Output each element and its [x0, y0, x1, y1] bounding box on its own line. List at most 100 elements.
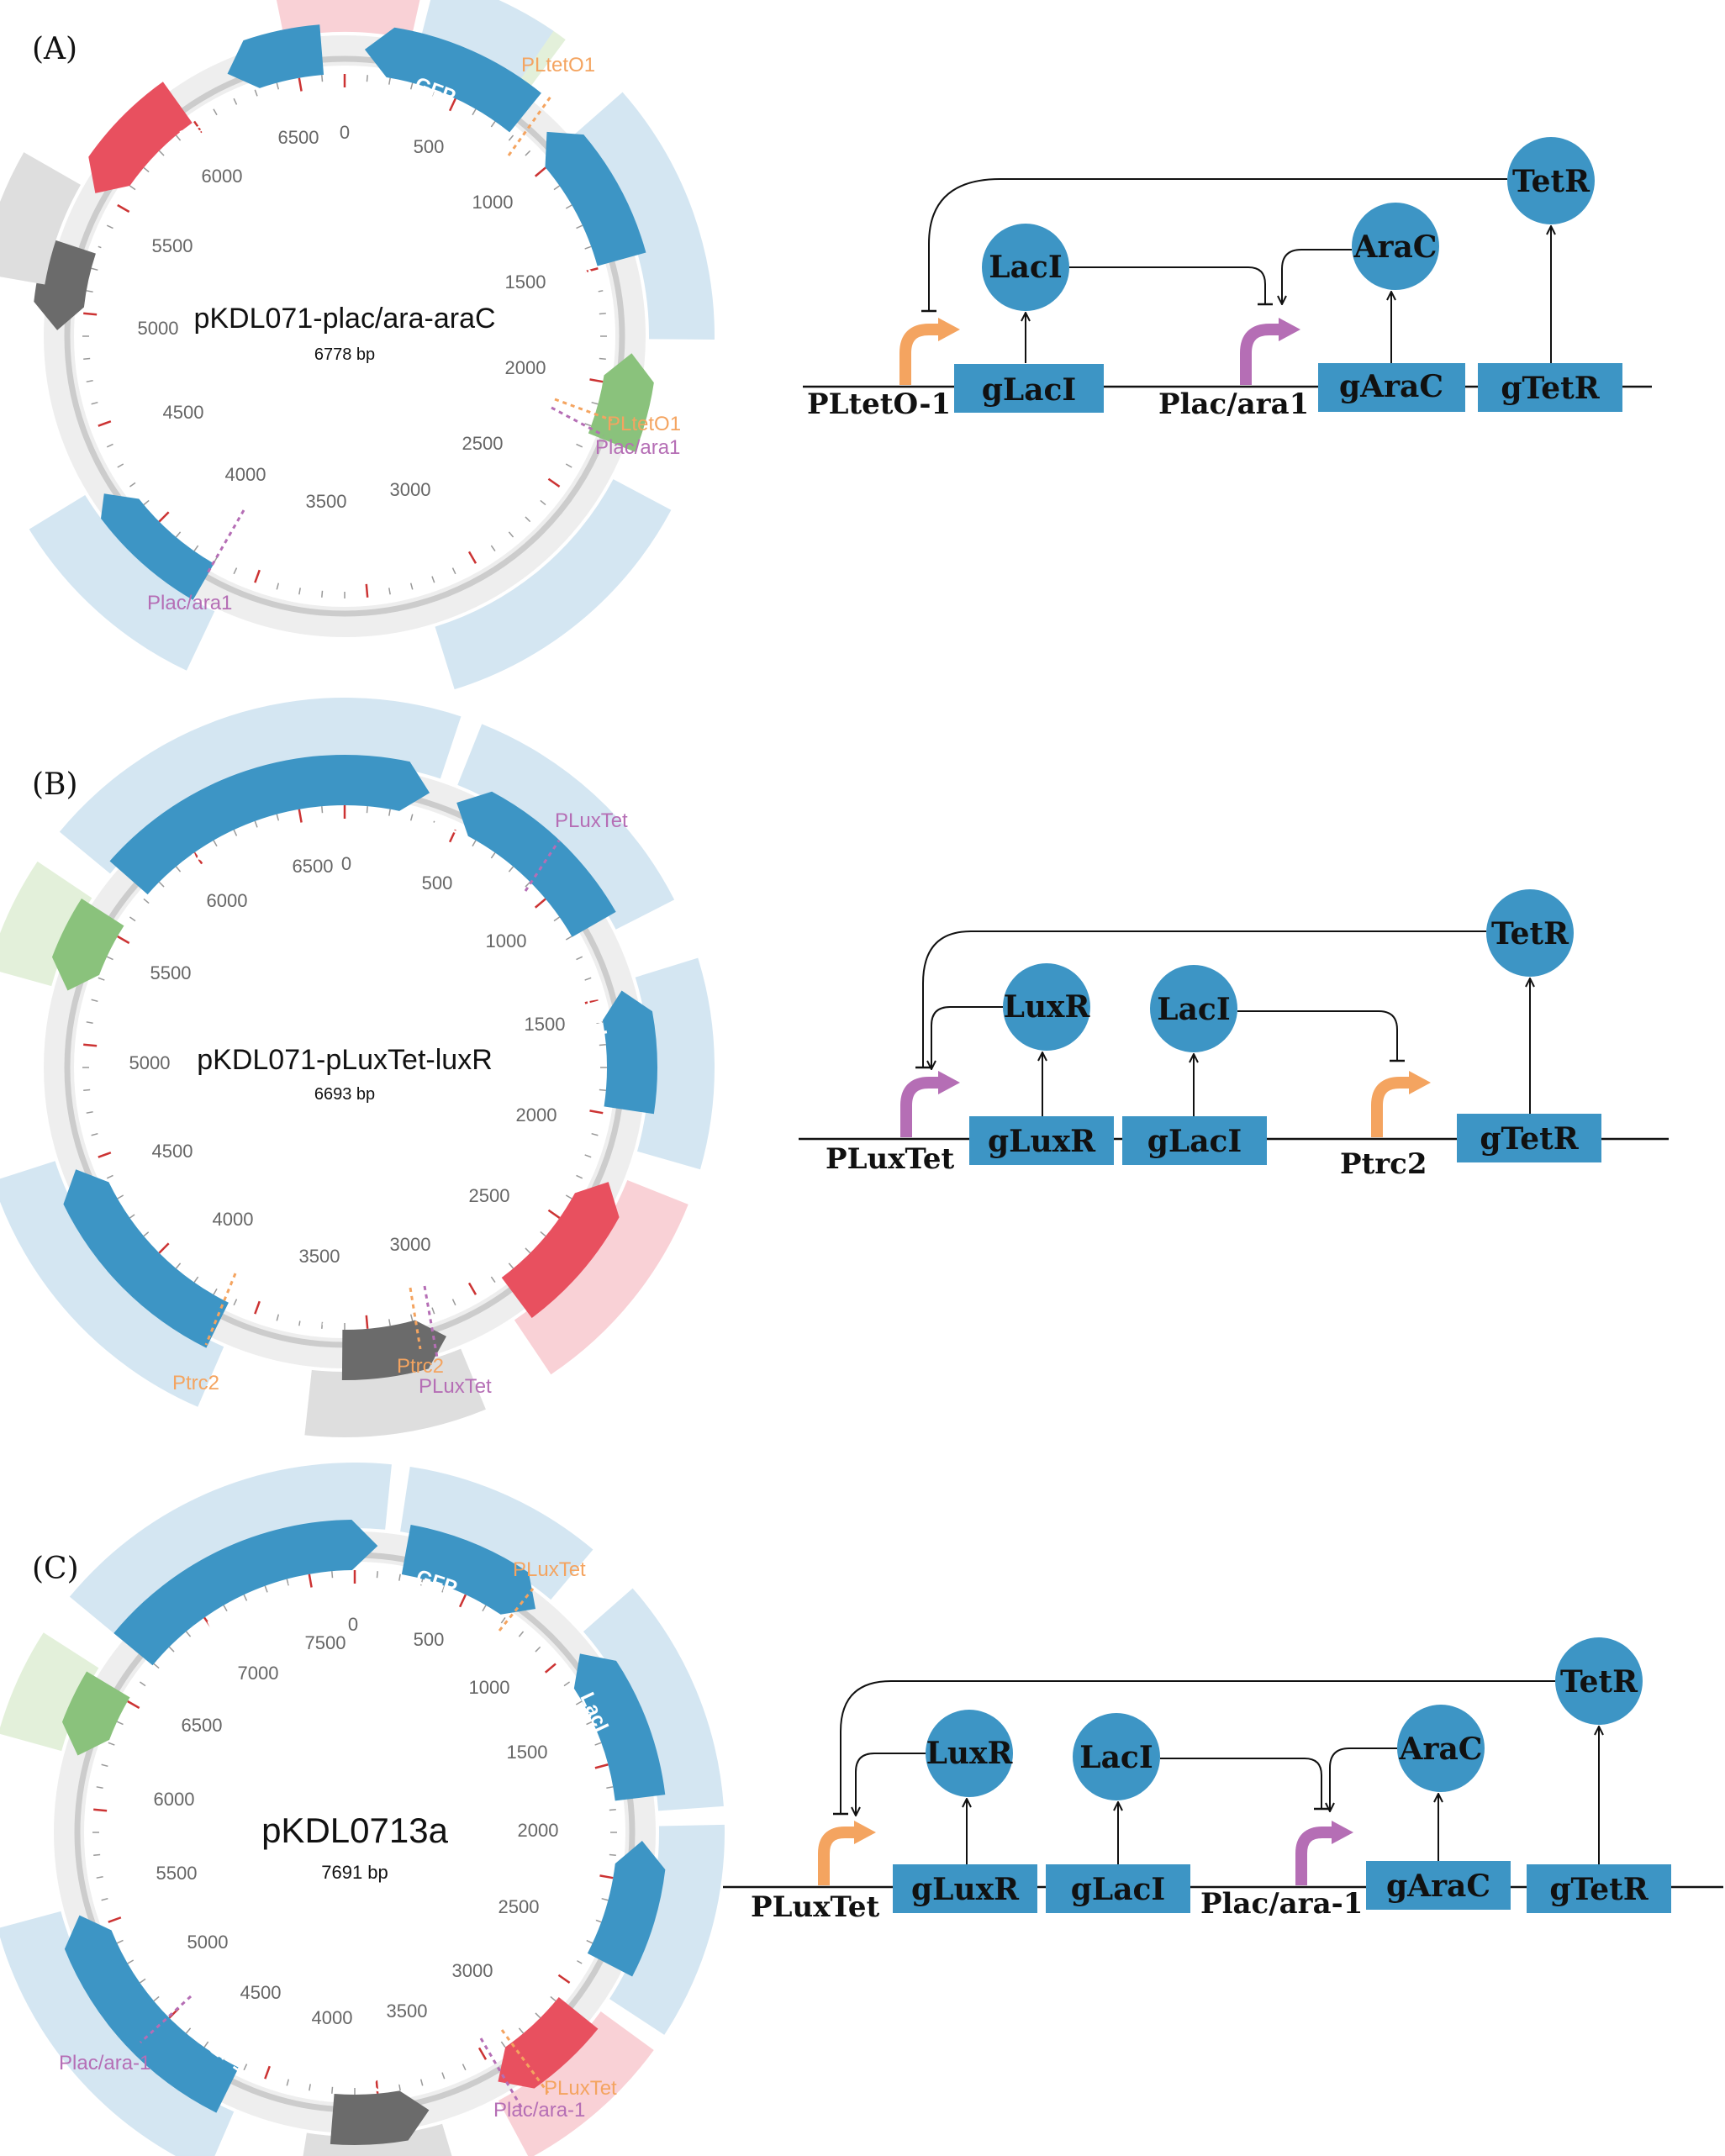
tick-mark: [98, 245, 105, 250]
panel-c: (C) pKDL0713a 7691 bp 0 500: [0, 1463, 1723, 2156]
tick-mark: [508, 531, 514, 538]
tick-mark: [213, 840, 218, 847]
tick-mark: [193, 120, 203, 134]
tick-mark: [254, 89, 258, 97]
site-label: PLuxTet: [555, 809, 628, 832]
tick-mark: [106, 224, 113, 229]
luxr-arrow: [401, 1525, 536, 1615]
plasmid-name-a: pKDL071-plac/ara-araC: [193, 303, 495, 335]
plasmid-size-b: 6693 bp: [314, 1085, 375, 1104]
tick-label: 1500: [507, 1742, 548, 1763]
feature-label: TetR: [291, 1301, 337, 1331]
kanamycin-arrow: [99, 493, 214, 608]
tick-mark: [586, 1721, 593, 1726]
tick-mark: [448, 829, 456, 843]
tick-label: 5500: [150, 962, 192, 983]
panel-label-c: (C): [32, 1552, 79, 1586]
arac-arrow: [573, 1653, 666, 1801]
protein-label: TetR: [1560, 1664, 1638, 1700]
site-line: [554, 398, 613, 422]
tick-mark: [96, 1876, 103, 1879]
feature-label: ori: [89, 988, 118, 1019]
site-line: [498, 1588, 535, 1631]
tick-mark: [550, 1995, 557, 2002]
tick-mark: [98, 1152, 112, 1158]
tick-label: 5000: [187, 1932, 229, 1953]
tick-mark: [601, 1897, 609, 1901]
protein-node: [1073, 1713, 1160, 1800]
tick-mark: [565, 1194, 572, 1199]
protein-node: [926, 1710, 1013, 1797]
protein-node: [1507, 137, 1595, 224]
tick-mark: [576, 224, 583, 229]
tick-mark: [321, 75, 324, 82]
tick-mark: [575, 1700, 583, 1705]
tick-mark: [431, 576, 435, 583]
tick-label: 3500: [387, 2000, 428, 2022]
site-line: [524, 840, 561, 892]
tick-mark: [547, 1209, 561, 1219]
kanamycin-arrow: [64, 1915, 239, 2113]
tick-mark: [441, 1585, 446, 1593]
tick-mark: [525, 150, 531, 156]
gene-label: gAraC: [1386, 1869, 1490, 1904]
tick-mark: [508, 1262, 514, 1269]
plasmid-map-a: pKDL071-plac/ara-araC 6778 bp 0 500 1000…: [0, 0, 715, 690]
tick-mark: [500, 1616, 506, 1624]
tick-mark: [398, 2084, 401, 2091]
tick-label: 6000: [154, 1789, 195, 1810]
tick-mark: [168, 1646, 175, 1653]
tick-label: 2500: [499, 1896, 540, 1917]
tick-ring: [82, 805, 607, 1330]
tick-mark: [398, 1574, 401, 1581]
tick-label: 1500: [525, 1014, 566, 1035]
plasmid-size-a: 6778 bp: [314, 345, 375, 364]
repression-edge: [1237, 1010, 1405, 1062]
gene-box: [954, 364, 1104, 413]
tick-mark: [508, 866, 514, 872]
gfp-arrow: [51, 899, 124, 991]
site-label: Plac/ara1: [595, 436, 680, 459]
tick-mark: [477, 2047, 488, 2060]
tick-mark: [139, 1978, 146, 1984]
site-line: [479, 2037, 525, 2111]
tick-label: 500: [414, 1629, 445, 1650]
site-label: PLuxTet: [419, 1375, 492, 1398]
tick-label: 6500: [278, 127, 319, 148]
plasmid-size-c: 7691 bp: [321, 1862, 388, 1883]
tick-mark: [276, 814, 280, 821]
tick-mark: [96, 1786, 103, 1789]
tick-mark: [158, 150, 165, 156]
circuit-a: PLtetO-1 Plac/ara1 gLacI gAraC gTetR Lac…: [803, 137, 1652, 421]
laci-arrow: [545, 131, 646, 266]
protein-label: AraC: [1353, 229, 1438, 265]
tick-mark: [203, 2041, 209, 2048]
mcherry-arrow: [88, 82, 193, 193]
promoter-arrowhead: [854, 1821, 876, 1844]
tick-mark: [535, 2012, 541, 2019]
feature-label: mCherry: [109, 409, 165, 494]
promoter-arrow: [1240, 324, 1280, 385]
protein-node: [1150, 965, 1237, 1052]
tick-mark: [91, 999, 98, 1003]
tick-label: 5000: [138, 318, 179, 339]
tick-label: 1000: [472, 192, 514, 213]
tick-label: 3000: [452, 1960, 493, 1981]
tetr-band: [609, 1824, 725, 2035]
tick-mark: [609, 1853, 616, 1856]
tick-mark: [276, 582, 280, 590]
tick-mark: [467, 1282, 477, 1295]
tick-mark: [431, 89, 435, 97]
tick-mark: [298, 77, 303, 92]
tick-mark: [594, 1919, 602, 1923]
laci-band: [435, 479, 672, 690]
tick-mark: [129, 185, 136, 191]
tick-mark: [589, 378, 604, 383]
promoter-arrowhead: [1279, 318, 1300, 341]
promoter-label: Ptrc2: [1340, 1147, 1427, 1181]
tick-label: 6500: [293, 856, 334, 877]
panel-label-a: (A): [32, 32, 77, 66]
tick-mark: [233, 829, 238, 836]
tick-mark: [83, 1043, 98, 1047]
arac-band: [583, 1588, 724, 1811]
